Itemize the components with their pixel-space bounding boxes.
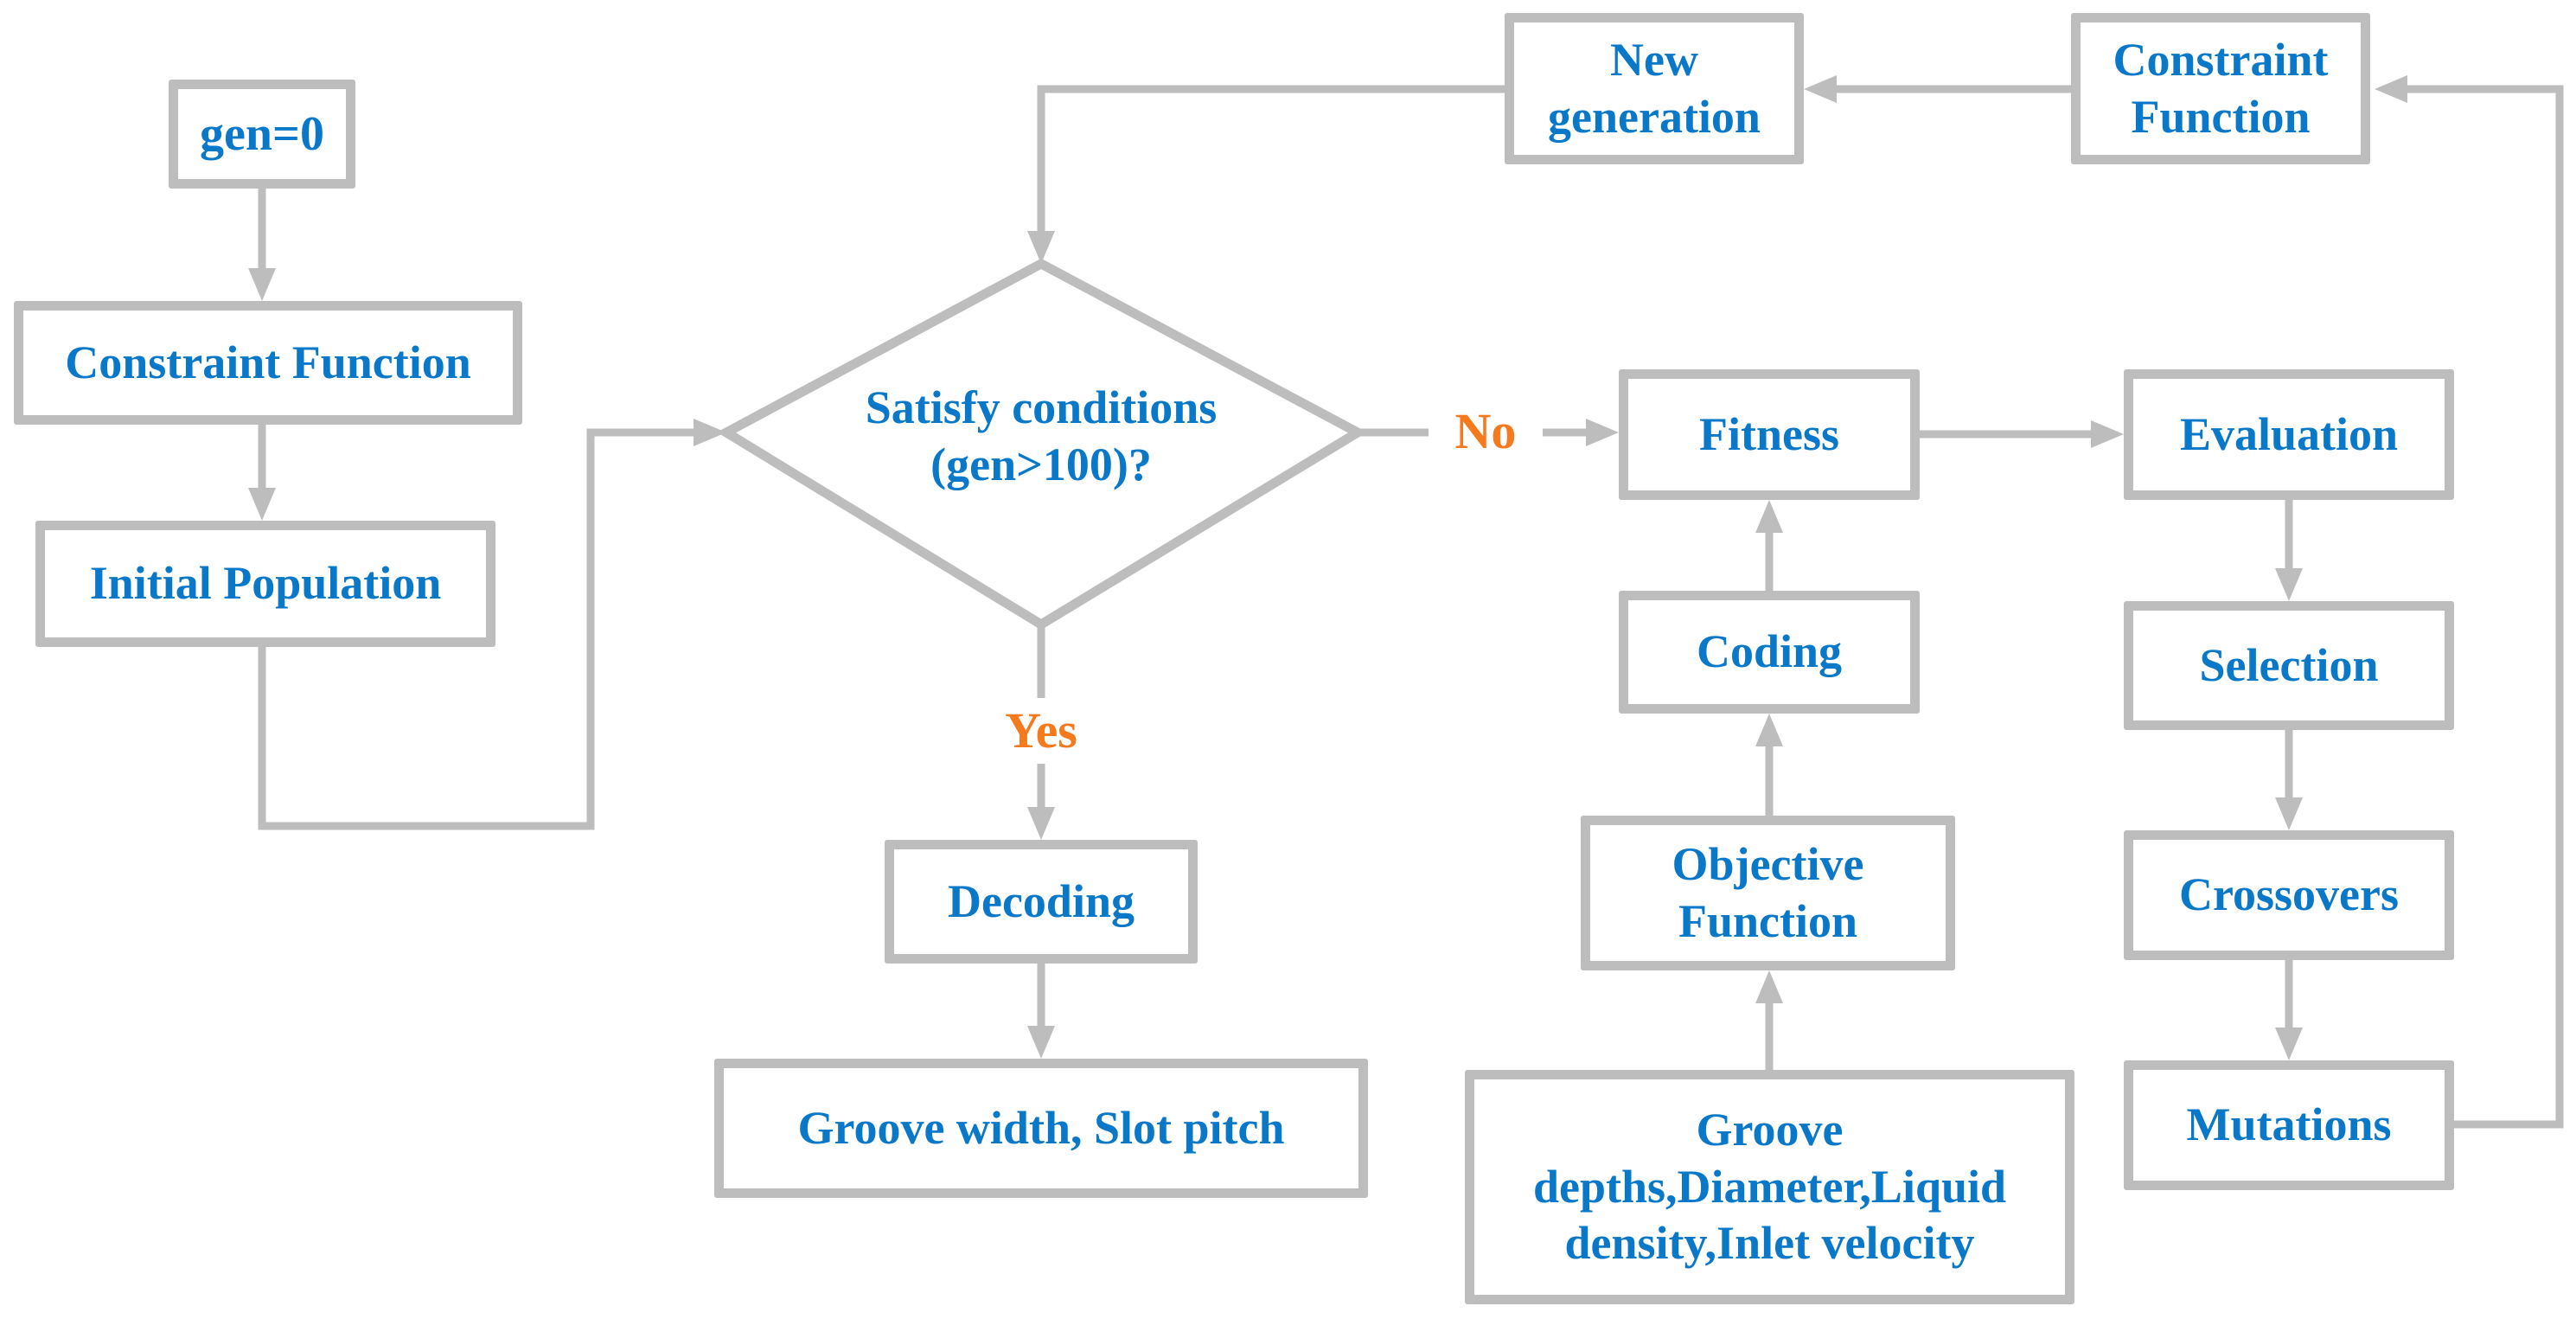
edge-label-no: No xyxy=(1429,401,1543,462)
node-initial-population: Initial Population xyxy=(35,521,495,647)
edge-initial-population-to-decision xyxy=(258,428,694,830)
arrowhead-decoding-to-groove-outputs xyxy=(1027,1026,1055,1059)
edge-new-generation-to-decision xyxy=(1037,85,1505,231)
node-mutations-label: Mutations xyxy=(2186,1098,2392,1151)
node-gen0: gen=0 xyxy=(169,80,355,189)
node-initial-population-label: Initial Population xyxy=(89,557,442,610)
node-mutations: Mutations xyxy=(2124,1060,2454,1190)
node-gen0-label: gen=0 xyxy=(200,106,324,161)
node-decoding: Decoding xyxy=(885,840,1198,964)
node-fitness: Fitness xyxy=(1619,369,1920,500)
arrowhead-fitness-to-evaluation xyxy=(2091,420,2124,448)
node-new-generation: New generation xyxy=(1505,13,1804,164)
node-coding: Coding xyxy=(1619,591,1920,714)
node-crossovers: Crossovers xyxy=(2124,830,2454,960)
node-crossovers-label: Crossovers xyxy=(2179,868,2399,921)
arrowhead-crossovers-to-mutations xyxy=(2275,1028,2303,1060)
no-text: No xyxy=(1454,403,1517,459)
arrowhead-selection-to-crossovers xyxy=(2275,797,2303,830)
node-constraint-function-left: Constraint Function xyxy=(14,301,522,425)
node-constraint-function-right-label: Constraint Function xyxy=(2113,33,2329,143)
edge-label-yes: Yes xyxy=(984,698,1098,764)
node-decoding-label: Decoding xyxy=(948,874,1135,927)
arrowhead-objective-function-to-coding xyxy=(1755,714,1783,746)
arrowhead-gen0-to-constraint-left xyxy=(248,268,276,301)
node-evaluation-label: Evaluation xyxy=(2179,407,2399,460)
arrowhead-decision-to-decoding xyxy=(1027,807,1055,840)
node-groove-outputs-label: Groove width, Slot pitch xyxy=(797,1101,1285,1154)
arrowhead-constraint-left-to-initial-population xyxy=(248,488,276,521)
decision-diamond xyxy=(716,258,1368,631)
edge-mutations-to-constraint-right xyxy=(2407,85,2564,1129)
node-groove-outputs: Groove width, Slot pitch xyxy=(714,1059,1368,1198)
node-constraint-function-left-label: Constraint Function xyxy=(65,336,471,388)
arrowhead-coding-to-fitness xyxy=(1755,500,1783,533)
arrowhead-constraint-right-to-new-generation xyxy=(1804,75,1837,103)
node-groove-inputs: Groove depths,Diameter,Liquid density,In… xyxy=(1465,1070,2074,1304)
node-selection-label: Selection xyxy=(2199,638,2379,691)
node-evaluation: Evaluation xyxy=(2124,369,2454,500)
node-constraint-function-right: Constraint Function xyxy=(2071,13,2370,164)
arrowhead-groove-inputs-to-objective-function xyxy=(1755,970,1783,1003)
node-fitness-label: Fitness xyxy=(1699,407,1839,460)
node-coding-label: Coding xyxy=(1696,625,1843,678)
node-new-generation-label: New generation xyxy=(1548,33,1761,143)
node-selection: Selection xyxy=(2124,601,2454,730)
decision-text: Satisfy conditions (gen>100)? xyxy=(865,381,1218,490)
arrowhead-decision-to-fitness xyxy=(1586,419,1619,446)
arrowhead-mutations-to-constraint-right xyxy=(2375,75,2407,103)
node-objective-function-label: Objective Function xyxy=(1672,837,1864,947)
arrowhead-new-generation-to-decision xyxy=(1027,231,1055,264)
node-objective-function: Objective Function xyxy=(1581,816,1955,970)
node-decision-label: Satisfy conditions (gen>100)? xyxy=(799,329,1283,545)
arrowhead-initial-population-to-decision xyxy=(694,419,726,446)
arrowhead-evaluation-to-selection xyxy=(2275,568,2303,601)
node-groove-inputs-label: Groove depths,Diameter,Liquid density,In… xyxy=(1532,1103,2007,1270)
yes-text: Yes xyxy=(1005,702,1077,759)
